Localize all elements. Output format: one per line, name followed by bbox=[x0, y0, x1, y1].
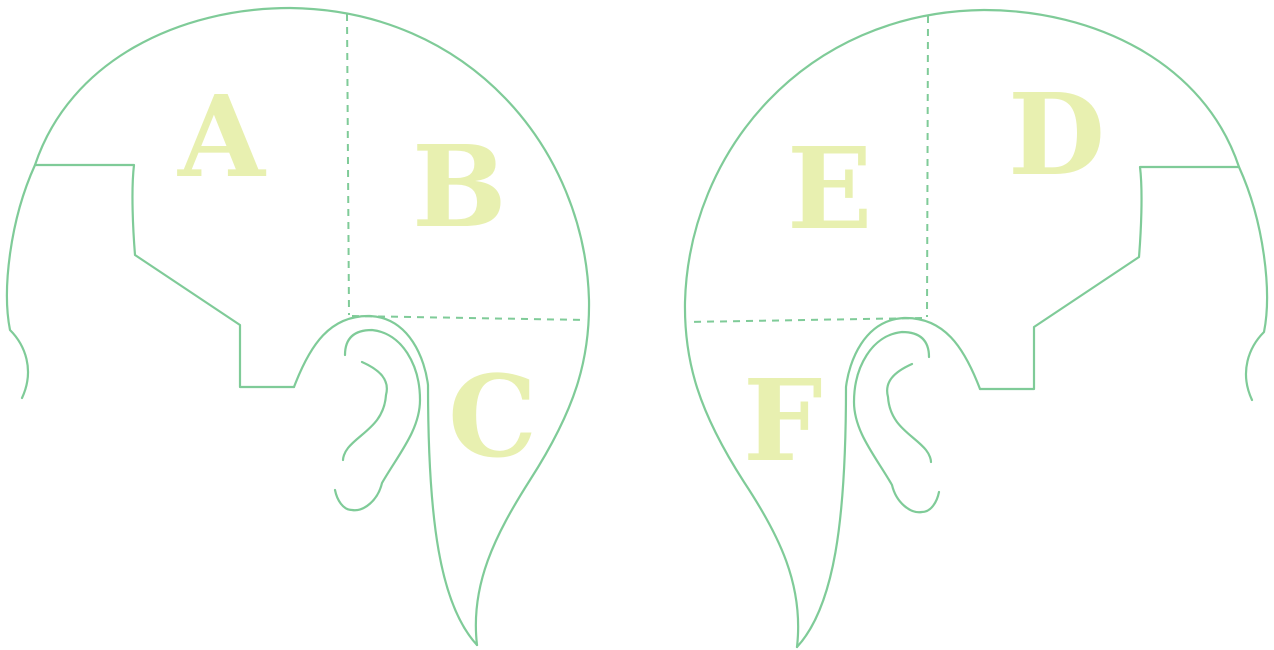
left-divider-vertical bbox=[347, 14, 349, 315]
region-label-b: B bbox=[412, 122, 507, 253]
right-head bbox=[685, 10, 1267, 647]
left-head-outline bbox=[7, 8, 589, 645]
right-head-outline bbox=[685, 10, 1267, 647]
region-label-c: C bbox=[448, 352, 537, 483]
left-ear-inner bbox=[343, 362, 387, 460]
region-label-a: A bbox=[177, 72, 267, 203]
region-label-f: F bbox=[743, 356, 823, 487]
right-neck-front bbox=[797, 318, 980, 647]
right-divider-vertical bbox=[927, 16, 928, 317]
region-label-d: D bbox=[1008, 70, 1105, 201]
right-ear-inner bbox=[887, 364, 931, 462]
left-head: A B C bbox=[7, 8, 589, 645]
region-label-e: E bbox=[787, 124, 872, 255]
